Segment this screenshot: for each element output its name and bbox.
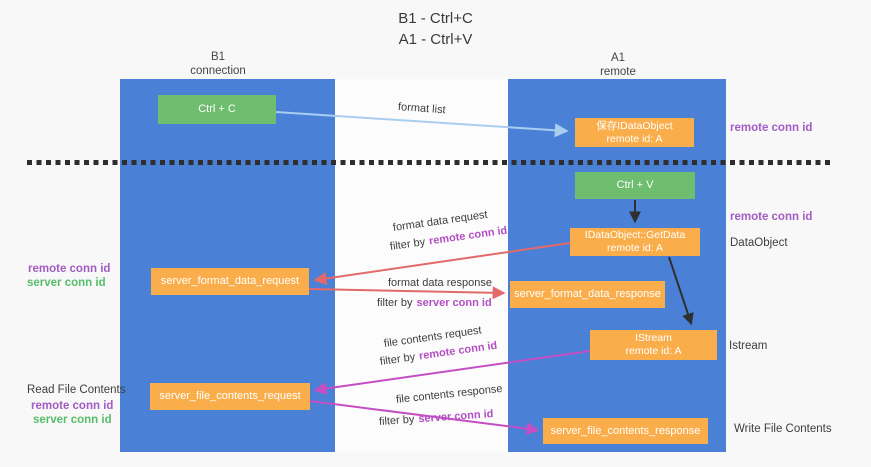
istream-line2: remote id: A [625, 345, 682, 357]
left-server-conn-id-top: server conn id [27, 277, 106, 289]
server-format-data-response-label: server_format_data_response [514, 288, 661, 300]
right-remote-conn-id-mid: remote conn id [730, 211, 813, 223]
diagram-title: B1 - Ctrl+C A1 - Ctrl+V [0, 8, 871, 50]
server-file-contents-request-label: server_file_contents_request [159, 390, 301, 402]
save-idataobject-line2: remote id: A [606, 132, 663, 145]
ctrl-v-label: Ctrl + V [616, 179, 654, 191]
server-file-contents-response-label: server_file_contents_response [550, 424, 701, 437]
istream-side-label: Istream [729, 340, 768, 352]
lane-header-a1: A1 remote [600, 51, 636, 79]
ctrl-c-box: Ctrl + C [158, 95, 276, 124]
server-format-data-request-box: server_format_data_request [151, 268, 309, 295]
getdata-line1: IDataObject::GetData [584, 229, 686, 241]
right-remote-conn-id-top: remote conn id [730, 122, 813, 134]
left-remote-conn-id-bottom: remote conn id [31, 400, 114, 412]
lane-a1-sub: remote [600, 66, 636, 78]
left-remote-conn-id-top: remote conn id [28, 263, 111, 275]
server-format-data-request-label: server_format_data_request [160, 275, 300, 287]
idataobject-getdata-box: IDataObject::GetData remote id: A [570, 228, 700, 256]
left-server-conn-id-bottom: server conn id [33, 414, 112, 426]
ctrl-v-box: Ctrl + V [575, 172, 695, 199]
lane-a1-name: A1 [610, 52, 626, 64]
dataobject-label: DataObject [730, 237, 788, 249]
server-file-contents-request-box: server_file_contents_request [150, 383, 310, 410]
server-conn-id-text: server conn id [416, 297, 492, 309]
lane-header-b1: B1 connection [190, 50, 246, 78]
istream-box: IStream remote id: A [590, 330, 717, 360]
save-idataobject-box: 保存IDataObject remote id: A [575, 118, 694, 147]
server-format-data-response-box: server_format_data_response [510, 281, 665, 308]
session-divider-dashed-line [27, 160, 832, 165]
title-line-1: B1 - Ctrl+C [398, 10, 473, 27]
lane-b1-name: B1 [210, 51, 226, 63]
lane-b1-sub: connection [190, 65, 246, 77]
title-line-2: A1 - Ctrl+V [398, 31, 473, 48]
save-idataobject-line1: 保存IDataObject [596, 119, 673, 132]
getdata-line2: remote id: A [606, 242, 664, 254]
ctrl-c-label: Ctrl + C [198, 103, 236, 115]
write-file-contents-label: Write File Contents [734, 423, 832, 435]
istream-line1: IStream [635, 332, 672, 344]
format-data-response-label: format data response [388, 277, 492, 289]
filter-by-text: filter by [378, 413, 415, 428]
filter-by-text: filter by [377, 297, 413, 309]
read-file-contents-label: Read File Contents [27, 384, 126, 396]
server-file-contents-response-box: server_file_contents_response [543, 418, 708, 444]
